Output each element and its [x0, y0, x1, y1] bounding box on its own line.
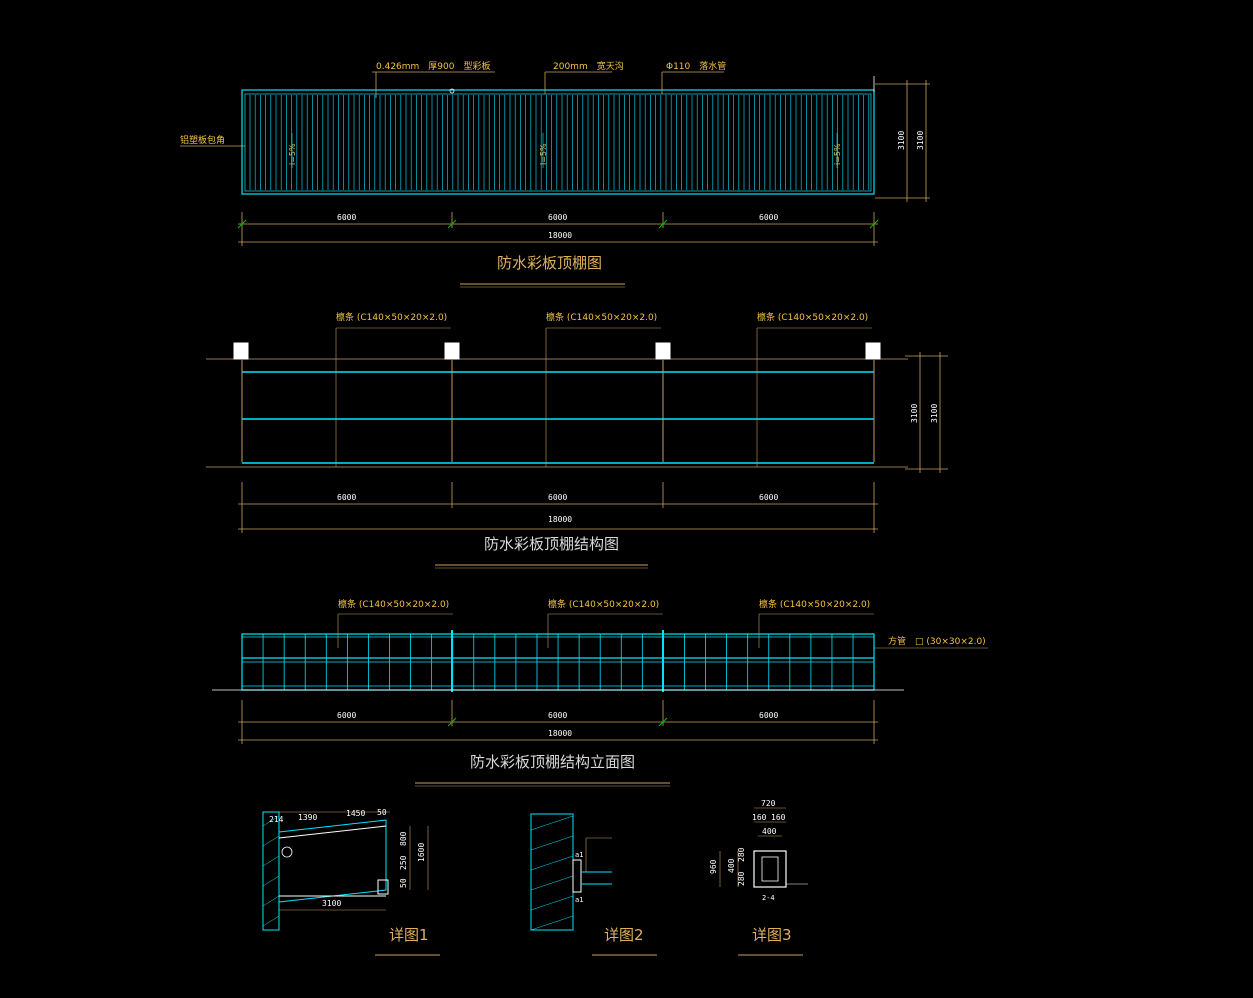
- d3-dim-left-3: 280: [737, 847, 746, 862]
- struct-dim-span-2: 6000: [548, 493, 567, 502]
- d3-dim-left-4: 280: [737, 871, 746, 886]
- elev-purlin-label-2: 檩条 (C140×50×20×2.0): [548, 598, 659, 610]
- purlin-label-1: 檩条 (C140×50×20×2.0): [336, 311, 447, 323]
- d3-dim-left-2: 400: [727, 858, 736, 873]
- d1-dim-top-3: 1450: [346, 809, 365, 818]
- detail-3: 720 160 160 400 960 400 280 280 2-4 详图3: [709, 799, 808, 956]
- elev-dim-span-3: 6000: [759, 711, 778, 720]
- roof-dim-span-1: 6000: [337, 213, 356, 222]
- detail-1-title: 详图1: [389, 926, 429, 944]
- purlin-label-2: 檩条 (C140×50×20×2.0): [546, 311, 657, 323]
- callout-downpipe: Φ110 落水管: [666, 60, 726, 72]
- d3-dim-top-3: 160: [771, 813, 786, 822]
- slope-label-2: i=5%: [539, 143, 548, 165]
- slope-label-1: i=5%: [288, 143, 297, 165]
- d3-dim-top-1: 720: [761, 799, 776, 808]
- edge-label: 铝塑板包角: [180, 134, 225, 146]
- detail-3-title: 详图3: [752, 926, 792, 944]
- structure-plan: 檩条 (C140×50×20×2.0) 檩条 (C140×50×20×2.0) …: [206, 311, 948, 569]
- roof-dim-span-3: 6000: [759, 213, 778, 222]
- d2-dim-2: a1: [575, 896, 583, 904]
- elev-purlin-label-1: 檩条 (C140×50×20×2.0): [338, 598, 449, 610]
- d1-dim-top-2: 1390: [298, 813, 317, 822]
- d3-dim-top-2: 160: [752, 813, 767, 822]
- detail-2-title: 详图2: [604, 926, 644, 944]
- elevation-tube-grid: [241, 630, 854, 692]
- d1-dim-bottom: 3100: [322, 899, 341, 908]
- d1-dim-right-3: 50: [399, 878, 408, 888]
- purlin-label-3: 檩条 (C140×50×20×2.0): [757, 311, 868, 323]
- roof-plan-title: 防水彩板顶棚图: [497, 254, 602, 272]
- struct-dim-span-3: 6000: [759, 493, 778, 502]
- roof-corrugations: [249, 95, 870, 190]
- roof-plan-outline: [241, 89, 875, 195]
- elevation: 檩条 (C140×50×20×2.0) 檩条 (C140×50×20×2.0) …: [212, 598, 988, 787]
- struct-dim-right-2: 3100: [930, 404, 939, 423]
- d2-dim-1: a1: [575, 851, 583, 859]
- struct-dim-total: 18000: [548, 515, 572, 524]
- roof-plan-inner-outline: [244, 93, 872, 192]
- detail-2: a1 a1 详图2: [530, 813, 657, 956]
- roof-dim-right-1: 3100: [897, 131, 906, 150]
- d1-dim-top-4: 50: [377, 808, 387, 817]
- structure-plan-title: 防水彩板顶棚结构图: [484, 535, 619, 553]
- callout-panel: 0.426mm 厚900 型彩板: [376, 60, 490, 72]
- d3-dim-top-4: 400: [762, 827, 777, 836]
- tube-label: 方管 □ (30×30×2.0): [888, 635, 986, 647]
- roof-dim-total: 18000: [548, 231, 572, 240]
- slope-label-3: i=5%: [833, 143, 842, 165]
- elev-dim-span-2: 6000: [548, 711, 567, 720]
- d1-dim-right-2: 250: [399, 855, 408, 870]
- elev-dim-span-1: 6000: [337, 711, 356, 720]
- roof-dim-right-2: 3100: [916, 131, 925, 150]
- elevation-title: 防水彩板顶棚结构立面图: [470, 753, 635, 771]
- struct-dim-right-1: 3100: [910, 404, 919, 423]
- struct-dim-span-1: 6000: [337, 493, 356, 502]
- d1-dim-right-1: 800: [399, 831, 408, 846]
- d3-note: 2-4: [762, 894, 775, 902]
- roof-plan: 0.426mm 厚900 型彩板 200mm 宽天沟 Φ110 落水管 铝塑板包…: [180, 60, 930, 288]
- d1-dim-top-1: 214: [269, 815, 284, 824]
- d1-dim-right-4: 1600: [417, 843, 426, 862]
- elev-purlin-label-3: 檩条 (C140×50×20×2.0): [759, 598, 870, 610]
- detail-1: 214 1390 1450 50 800 250 50 1600 3100 详图…: [262, 808, 440, 956]
- elev-dim-total: 18000: [548, 729, 572, 738]
- callout-gutter: 200mm 宽天沟: [553, 60, 624, 72]
- roof-dim-span-2: 6000: [548, 213, 567, 222]
- d3-dim-left-1: 960: [709, 859, 718, 874]
